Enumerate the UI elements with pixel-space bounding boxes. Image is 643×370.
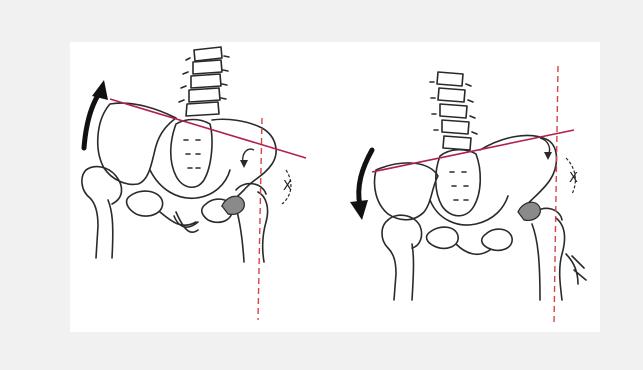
- left-pelvic-line: [110, 99, 306, 158]
- right-pelvis: [375, 72, 587, 300]
- small-rotation-arrow-icon: [240, 149, 254, 168]
- left-angle-label: X: [283, 179, 292, 194]
- right-spine: [430, 72, 477, 150]
- left-spine: [179, 47, 229, 116]
- right-femur-right: [532, 218, 564, 300]
- right-pelvic-line: [372, 130, 574, 172]
- right-obturator-right: [482, 229, 512, 250]
- left-femoral-head: [222, 196, 244, 214]
- right-obturator-left: [427, 227, 459, 248]
- right-femur-left: [382, 220, 414, 300]
- curved-arrow-up-icon: [84, 80, 108, 148]
- left-sacrum: [171, 120, 212, 188]
- left-vertical-line: [258, 118, 262, 320]
- right-ilium-left: [375, 163, 439, 220]
- right-sacrum: [436, 150, 481, 216]
- left-femur-left: [82, 170, 113, 258]
- right-vertical-line: [554, 66, 558, 324]
- left-obturator-left: [127, 191, 163, 216]
- left-pelvis: [82, 47, 276, 262]
- right-femoral-head: [518, 202, 540, 220]
- right-angle-label: X: [569, 171, 578, 186]
- curved-arrow-down-icon: [350, 150, 372, 220]
